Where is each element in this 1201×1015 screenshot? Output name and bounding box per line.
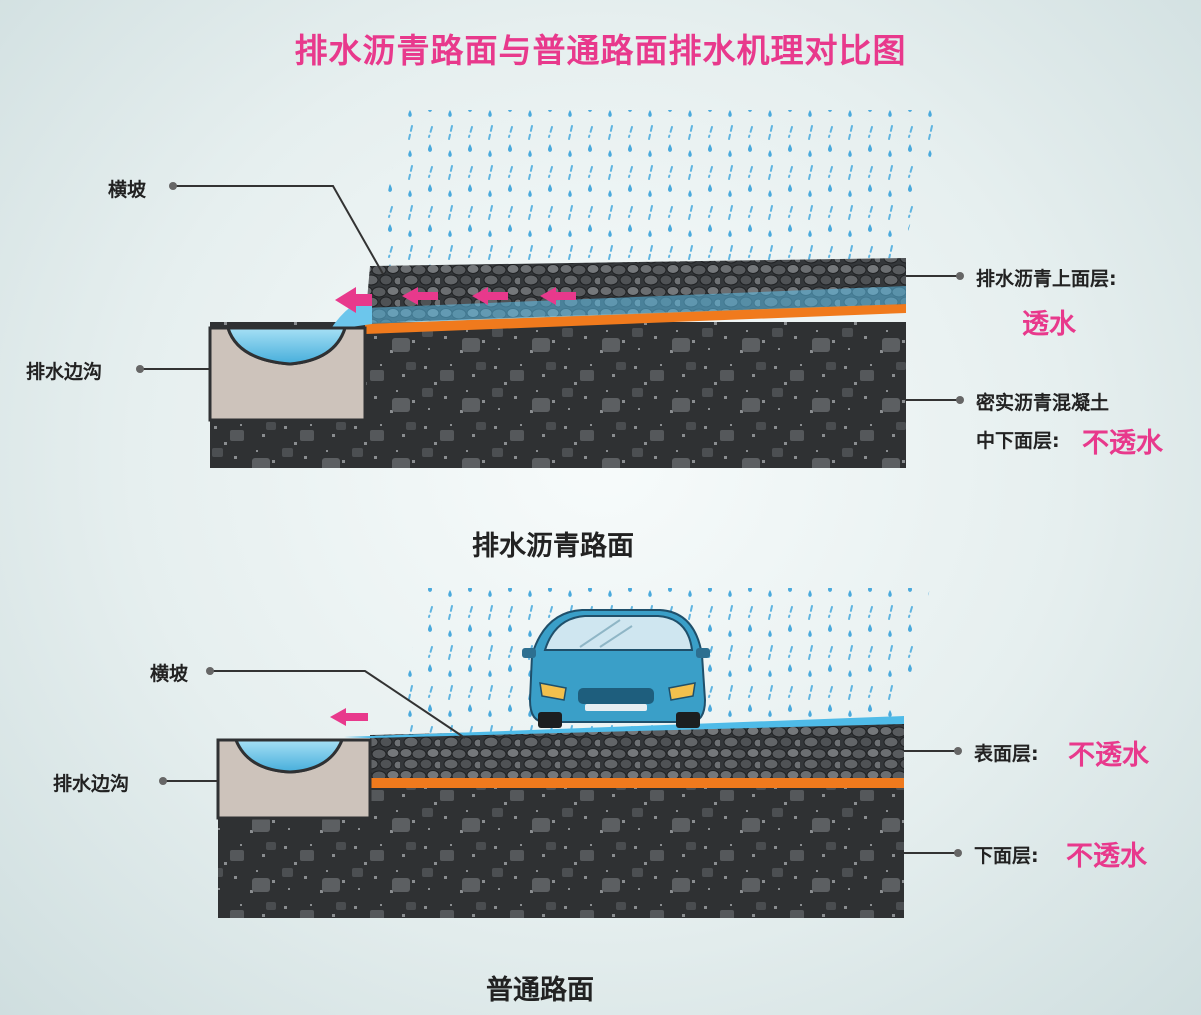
bottom-surface-layer-label: 表面层: (974, 743, 1039, 765)
bottom-caption: 普通路面 (486, 975, 594, 1006)
bottom-surface-layer-property: 不透水 (1068, 740, 1149, 771)
bottom-ditch-label: 排水边沟 (53, 773, 130, 795)
bottom-surface-layer (370, 722, 904, 778)
top-rain (372, 110, 945, 268)
bottom-lower-layer-property: 不透水 (1066, 841, 1147, 872)
bottom-slope-label: 横坡 (150, 663, 189, 685)
top-ditch-label: 排水边沟 (26, 361, 103, 383)
top-orange-interlayer (365, 303, 906, 334)
bottom-surface-water (344, 716, 904, 738)
top-lower-layer-property: 不透水 (1082, 428, 1163, 459)
bottom-leader-lines (163, 670, 958, 854)
top-lower-layer-label-2: 中下面层: (976, 430, 1060, 452)
top-upper-layer-label: 排水沥青上面层: (976, 268, 1117, 290)
bottom-diagram (159, 588, 962, 918)
top-caption: 排水沥青路面 (472, 531, 634, 562)
bottom-drainage-ditch (216, 738, 372, 820)
top-upper-layer-property: 透水 (1022, 309, 1076, 340)
top-slope-label: 横坡 (108, 179, 147, 201)
bottom-lower-layer-label: 下面层: (974, 845, 1039, 867)
flow-arrow-icon (330, 708, 368, 726)
leader-dot-icon (159, 667, 962, 857)
top-lower-layer-label-1: 密实沥青混凝土 (976, 392, 1110, 414)
leader-dot-icon (136, 182, 964, 404)
top-drainage-ditch (208, 326, 367, 422)
flow-arrow-icon (335, 287, 576, 313)
page-title: 排水沥青路面与普通路面排水机理对比图 (294, 31, 907, 70)
top-leader-lines (140, 185, 960, 401)
top-surface-water (365, 286, 906, 324)
car-icon (522, 609, 710, 728)
bottom-orange-interlayer (370, 778, 904, 788)
top-diagram (136, 110, 964, 468)
